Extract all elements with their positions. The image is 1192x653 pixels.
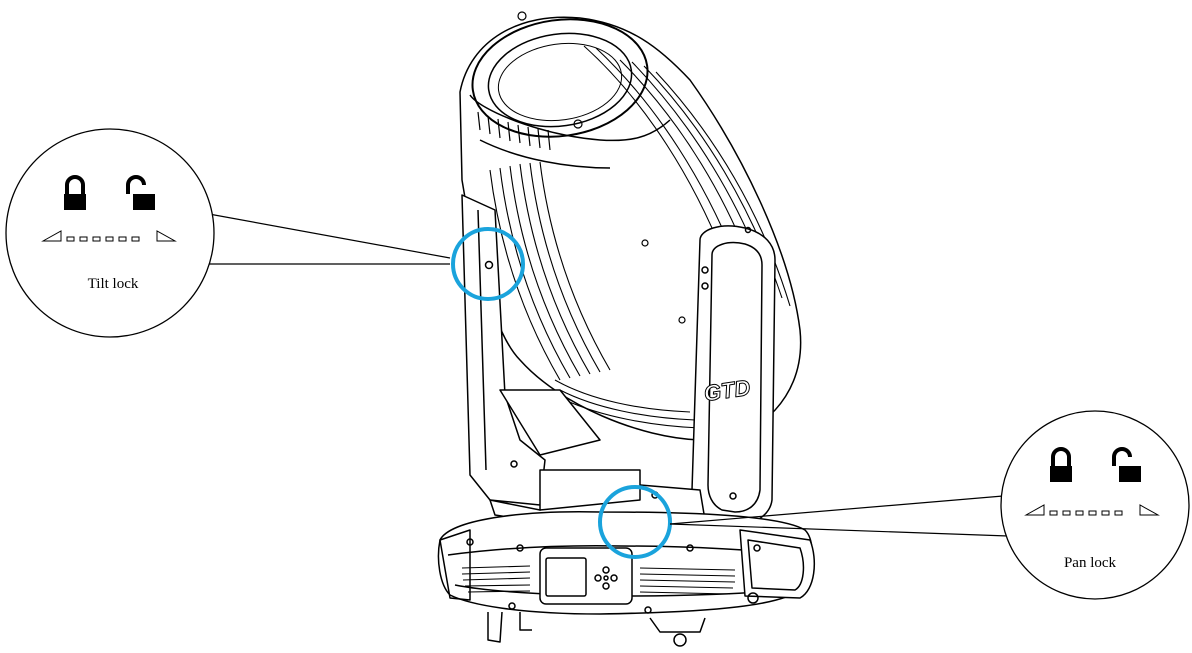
pan-lock-label: Pan lock <box>1064 555 1117 571</box>
tilt-lock-callout-circle <box>5 128 215 338</box>
pan-lock-highlight-ring <box>598 485 672 559</box>
tilt-lock-label: Tilt lock <box>88 276 139 292</box>
tilt-lock-callout: Tilt lock <box>5 128 215 338</box>
yoke-left-arm <box>461 194 601 506</box>
fixture-base <box>437 511 816 647</box>
yoke-right-arm: GTD <box>691 225 776 526</box>
pan-lock-callout-circle <box>1000 410 1190 600</box>
tilt-lock-leader-lines <box>197 211 451 265</box>
pan-lock-leader-lines <box>669 495 1009 537</box>
pan-lock-callout: Pan lock <box>1000 410 1190 600</box>
base-display <box>545 557 587 597</box>
moving-head-fixture: GTD <box>437 11 816 647</box>
tilt-lock-highlight-ring <box>451 227 525 301</box>
base-control-buttons <box>594 566 618 590</box>
